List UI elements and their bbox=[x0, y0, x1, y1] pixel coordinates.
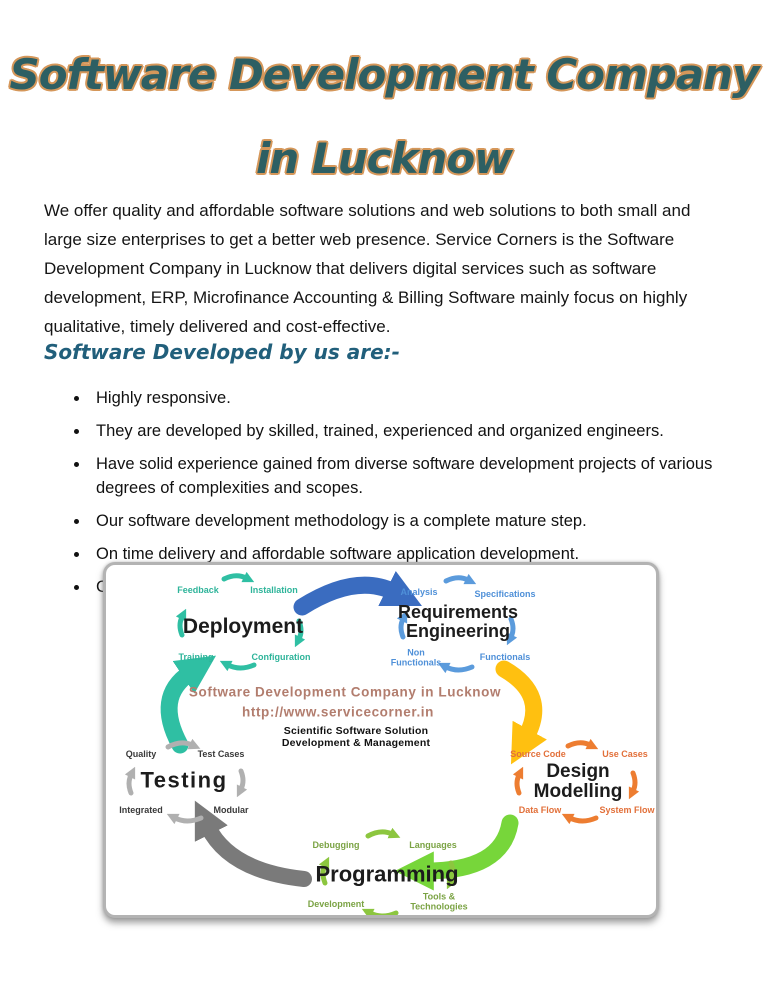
label-development: Development bbox=[307, 898, 365, 909]
label-system-flow: System Flow bbox=[599, 804, 655, 815]
phase-deployment: Deployment bbox=[182, 614, 304, 638]
arrow-design-to-programming bbox=[394, 814, 519, 891]
arrow-design-down bbox=[628, 770, 640, 800]
label-languages: Languages bbox=[409, 839, 457, 850]
section-heading: Software Developed by us are:- bbox=[44, 340, 400, 364]
label-quality: Quality bbox=[125, 748, 157, 759]
label-test-cases: Test Cases bbox=[197, 748, 245, 759]
arrow-debugging-languages bbox=[365, 827, 401, 839]
label-training: Training bbox=[178, 651, 214, 662]
label-data-flow: Data Flow bbox=[518, 804, 562, 815]
label-integrated: Integrated bbox=[119, 804, 163, 815]
label-feedback: Feedback bbox=[177, 584, 219, 595]
sdlc-diagram-image: Feedback Installation Deployment Trainin… bbox=[103, 562, 659, 918]
label-functionals: Functionals bbox=[479, 651, 531, 662]
arrow-feedback-installation bbox=[221, 571, 255, 583]
arrow-deployment-to-requirements bbox=[293, 571, 422, 616]
arrow-tools-development bbox=[361, 908, 399, 915]
arrow-functionals-nonfunctionals bbox=[437, 662, 475, 674]
arrow-testing-down bbox=[236, 768, 248, 798]
diagram-company-name: Software Development Company in Lucknow bbox=[188, 684, 502, 700]
diagram-tagline-line2: Development & Management bbox=[281, 737, 431, 749]
label-configuration: Configuration bbox=[251, 651, 311, 662]
arrow-deployment-up bbox=[175, 608, 187, 638]
label-use-cases: Use Cases bbox=[602, 748, 648, 759]
list-item: Have solid experience gained from divers… bbox=[90, 452, 718, 502]
label-analysis: Analysis bbox=[400, 586, 438, 597]
arrow-requirements-down bbox=[506, 616, 518, 646]
page-title-line1: Software Development Company bbox=[9, 50, 760, 99]
list-item: Highly responsive. bbox=[90, 386, 718, 411]
arrow-quality-testcases bbox=[165, 738, 201, 750]
arrow-requirements-up bbox=[396, 610, 408, 640]
list-item: They are developed by skilled, trained, … bbox=[90, 419, 718, 444]
arrow-requirements-to-design bbox=[495, 660, 547, 765]
arrow-configuration-training bbox=[219, 660, 257, 672]
diagram-tagline-line1: Scientific Software Solution bbox=[283, 725, 429, 737]
label-non-functionals: Non Functionals bbox=[390, 647, 442, 668]
arrow-design-up bbox=[512, 766, 524, 796]
arrow-systemflow-dataflow bbox=[561, 813, 599, 825]
sdlc-arrows-layer bbox=[124, 571, 640, 915]
label-source-code: Source Code bbox=[510, 748, 566, 759]
page-title-line2: in Lucknow bbox=[256, 134, 513, 183]
phase-testing: Testing bbox=[140, 767, 228, 793]
arrow-deployment-down bbox=[294, 618, 306, 648]
phase-design-modelling: Design Modelling bbox=[533, 761, 623, 802]
arrow-sourcecode-usecases bbox=[565, 738, 599, 750]
label-installation: Installation bbox=[250, 584, 298, 595]
arrow-testing-up bbox=[124, 766, 136, 796]
phase-programming: Programming bbox=[315, 861, 459, 887]
arrow-modular-integrated bbox=[166, 813, 204, 825]
arrow-programming-down bbox=[446, 860, 458, 890]
label-specifications: Specifications bbox=[474, 588, 536, 599]
arrow-programming-to-testing bbox=[194, 800, 312, 887]
phase-requirements-engineering: Requirements Engineering bbox=[397, 602, 519, 641]
arrow-programming-up bbox=[318, 856, 330, 886]
label-tools-technologies: Tools & Technologies bbox=[410, 891, 468, 912]
arrow-testing-to-deployment bbox=[160, 655, 217, 754]
list-item: Our software development methodology is … bbox=[90, 509, 718, 534]
label-debugging: Debugging bbox=[312, 839, 360, 850]
arrow-analysis-specifications bbox=[443, 573, 477, 585]
intro-paragraph: We offer quality and affordable software… bbox=[44, 201, 691, 336]
list-item: On time delivery and affordable software… bbox=[90, 542, 718, 567]
label-modular: Modular bbox=[213, 804, 249, 815]
diagram-url: http://www.servicecorner.in bbox=[242, 704, 434, 720]
